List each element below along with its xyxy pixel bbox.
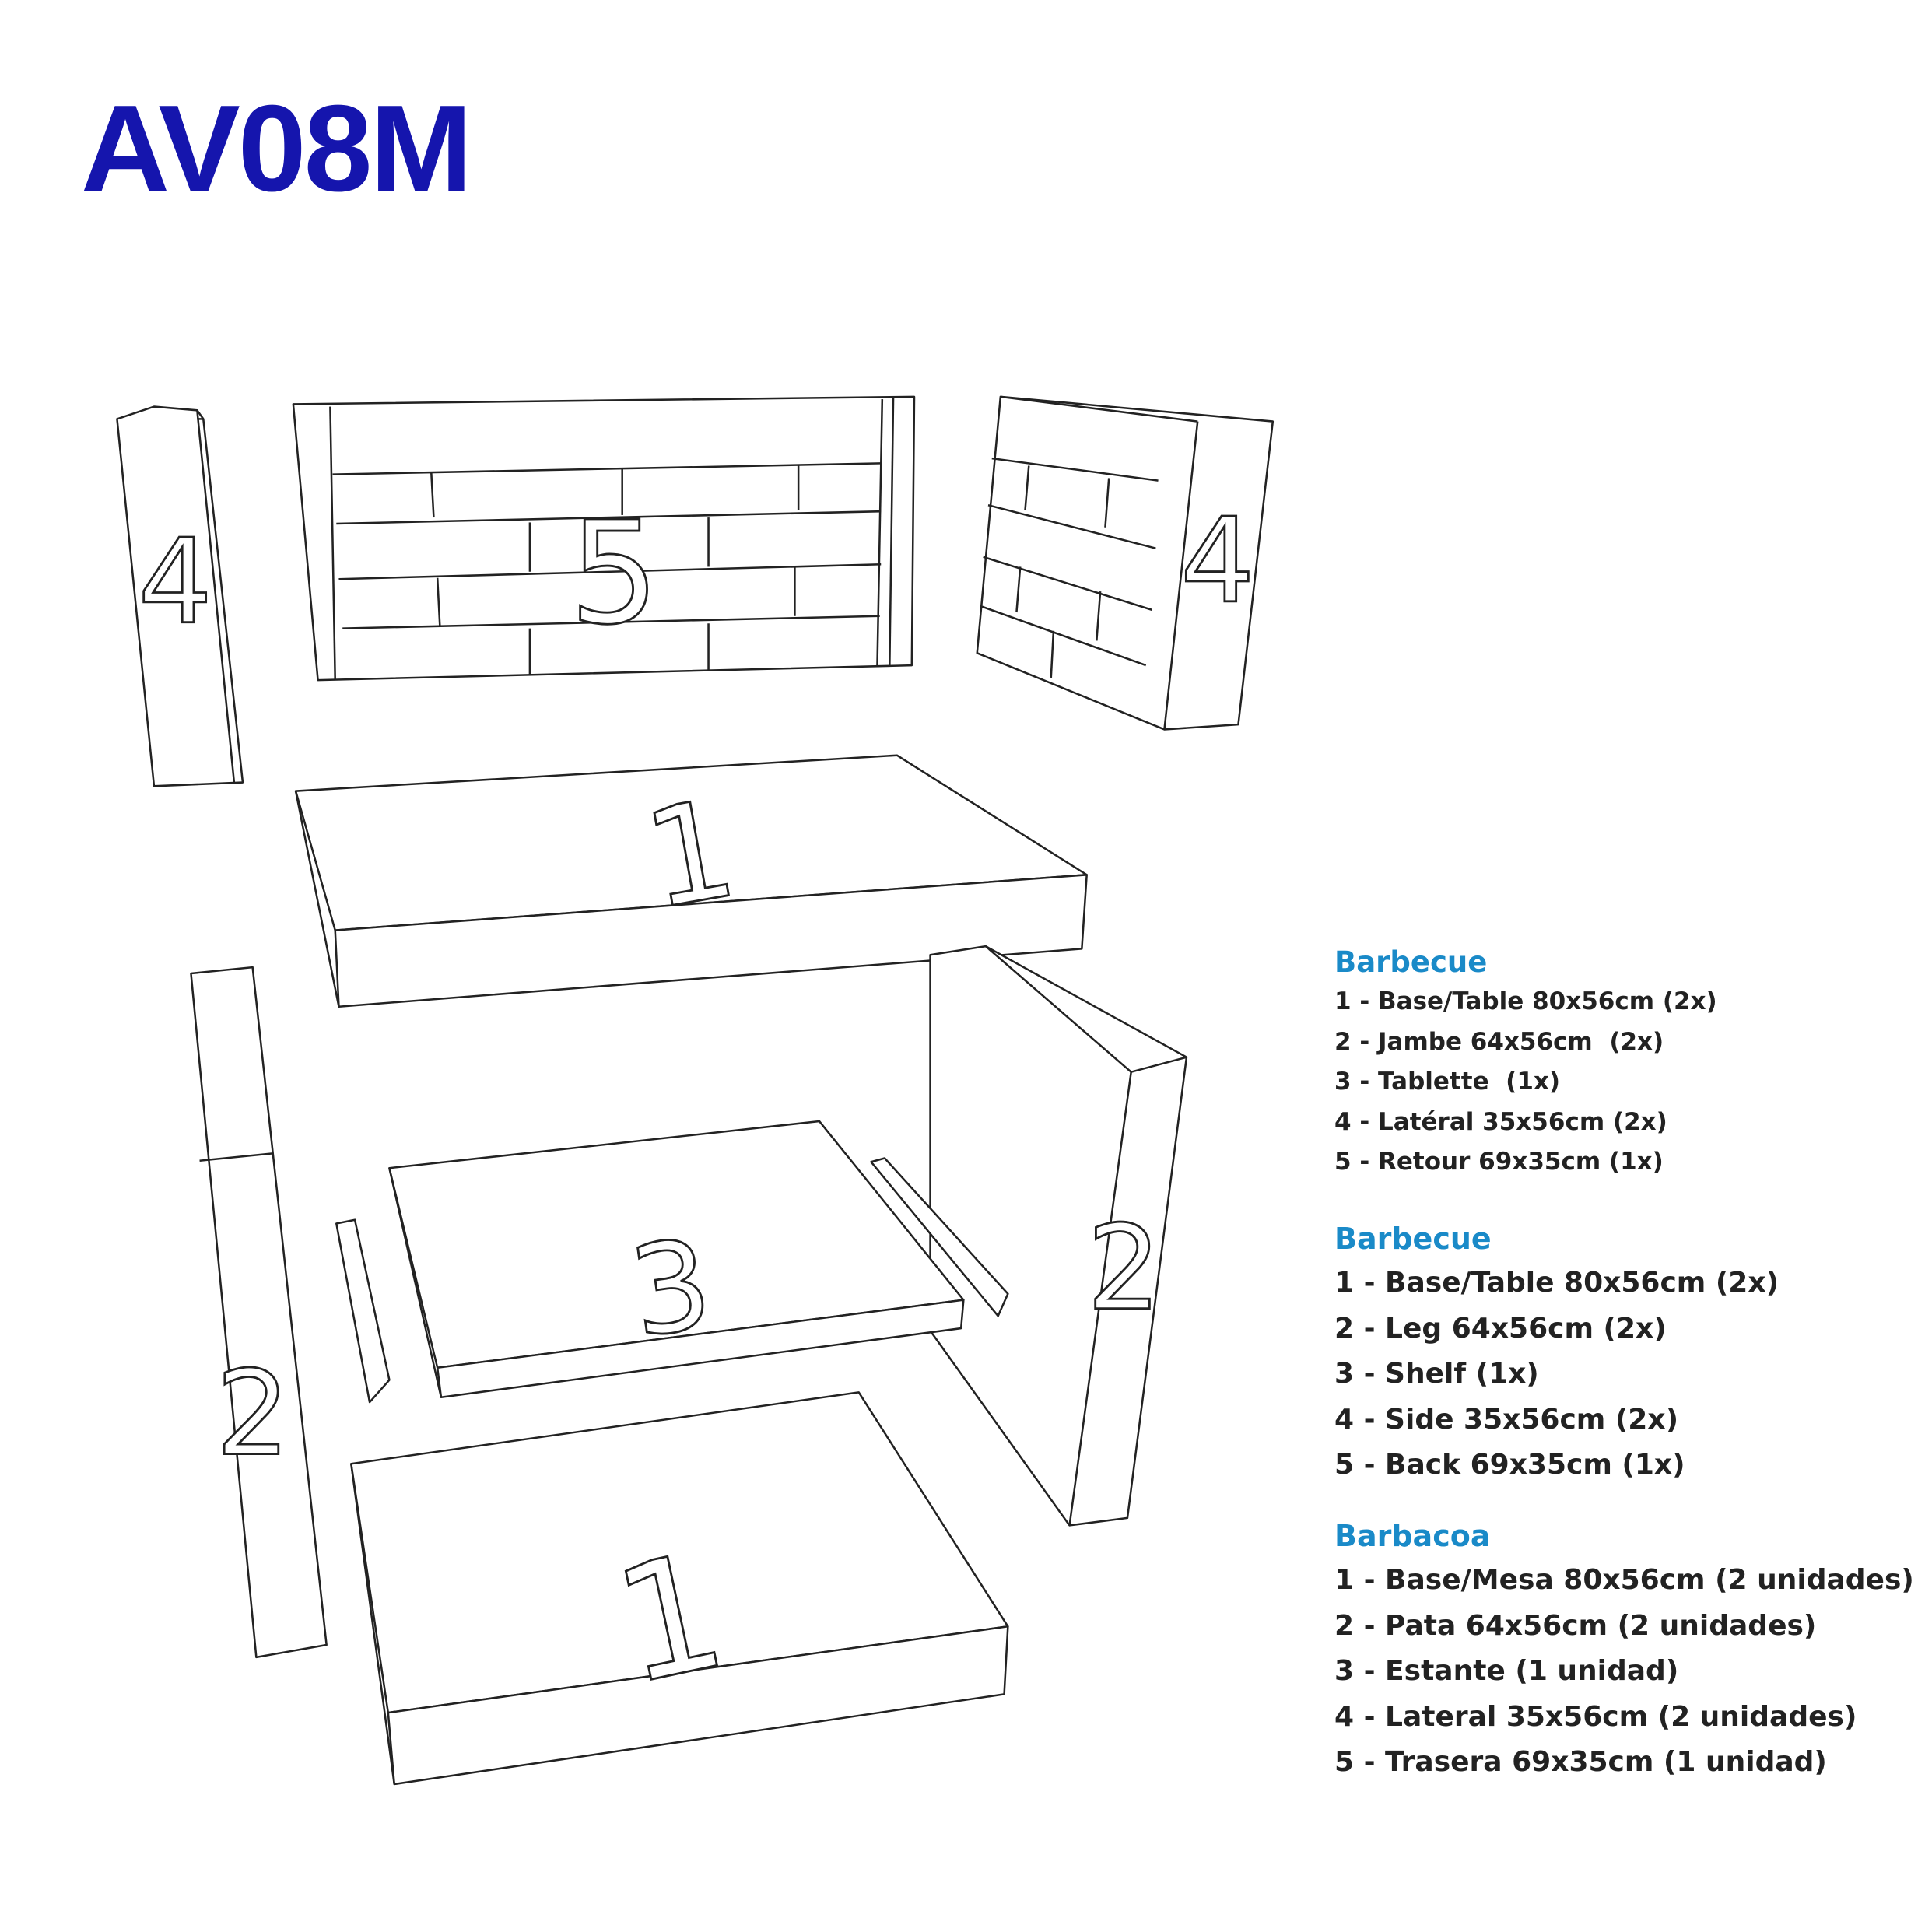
legend-item: 3 - Estante (1 unidad): [1334, 1655, 1679, 1688]
legend-item: 3 - Shelf (1x): [1334, 1358, 1539, 1390]
label-2-right: 2: [1087, 1201, 1162, 1337]
label-2-left: 2: [216, 1346, 290, 1482]
label-4-left: 4: [138, 514, 212, 650]
legend-item: 5 - Retour 69x35cm (1x): [1334, 1148, 1664, 1176]
legend-item: 5 - Trasera 69x35cm (1 unidad): [1334, 1746, 1827, 1779]
legend-item: 4 - Latéral 35x56cm (2x): [1334, 1107, 1667, 1136]
legend-heading: Barbacoa: [1334, 1519, 1491, 1553]
part-3-shelf: 3: [388, 1120, 965, 1399]
part-1-top-table: 1: [294, 754, 1088, 1008]
part-5-back-panel: 5: [292, 395, 916, 682]
legend-item: 4 - Side 35x56cm (2x): [1334, 1403, 1679, 1436]
legend-item: 1 - Base/Table 80x56cm (2x): [1334, 987, 1717, 1015]
part-1-bottom-base: 1: [350, 1391, 1009, 1786]
legend-english: Barbecue 1 - Base/Table 80x56cm (2x) 2 -…: [1334, 1222, 1779, 1495]
part-2-right-leg: 2: [929, 945, 1188, 1527]
legend-item: 3 - Tablette (1x): [1334, 1068, 1561, 1096]
label-4-right: 4: [1180, 493, 1255, 629]
legend-item: 2 - Leg 64x56cm (2x): [1334, 1312, 1667, 1345]
part-4-left-side-panel: 4: [116, 405, 244, 787]
part-2-left-leg: 2: [190, 966, 328, 1659]
legend-item: 4 - Lateral 35x56cm (2 unidades): [1334, 1700, 1857, 1733]
legend-item: 1 - Base/Table 80x56cm (2x): [1334, 1267, 1779, 1299]
legend-heading: Barbecue: [1334, 1222, 1492, 1256]
legend-item: 2 - Jambe 64x56cm (2x): [1334, 1027, 1664, 1056]
legend-heading: Barbecue: [1334, 945, 1488, 979]
legend-item: 2 - Pata 64x56cm (2 unidades): [1334, 1609, 1817, 1642]
shelf-support-rails: [335, 1157, 1009, 1404]
legend-spanish: Barbacoa 1 - Base/Mesa 80x56cm (2 unidad…: [1334, 1519, 1914, 1792]
legend-french: Barbecue 1 - Base/Table 80x56cm (2x) 2 -…: [1334, 945, 1717, 1188]
legend-item: 1 - Base/Mesa 80x56cm (2 unidades): [1334, 1564, 1914, 1596]
model-title: AV08M: [81, 80, 472, 217]
part-4-right-side-panel: 4: [976, 395, 1275, 731]
label-5: 5: [570, 491, 660, 656]
legend-item: 5 - Back 69x35cm (1x): [1334, 1449, 1685, 1481]
